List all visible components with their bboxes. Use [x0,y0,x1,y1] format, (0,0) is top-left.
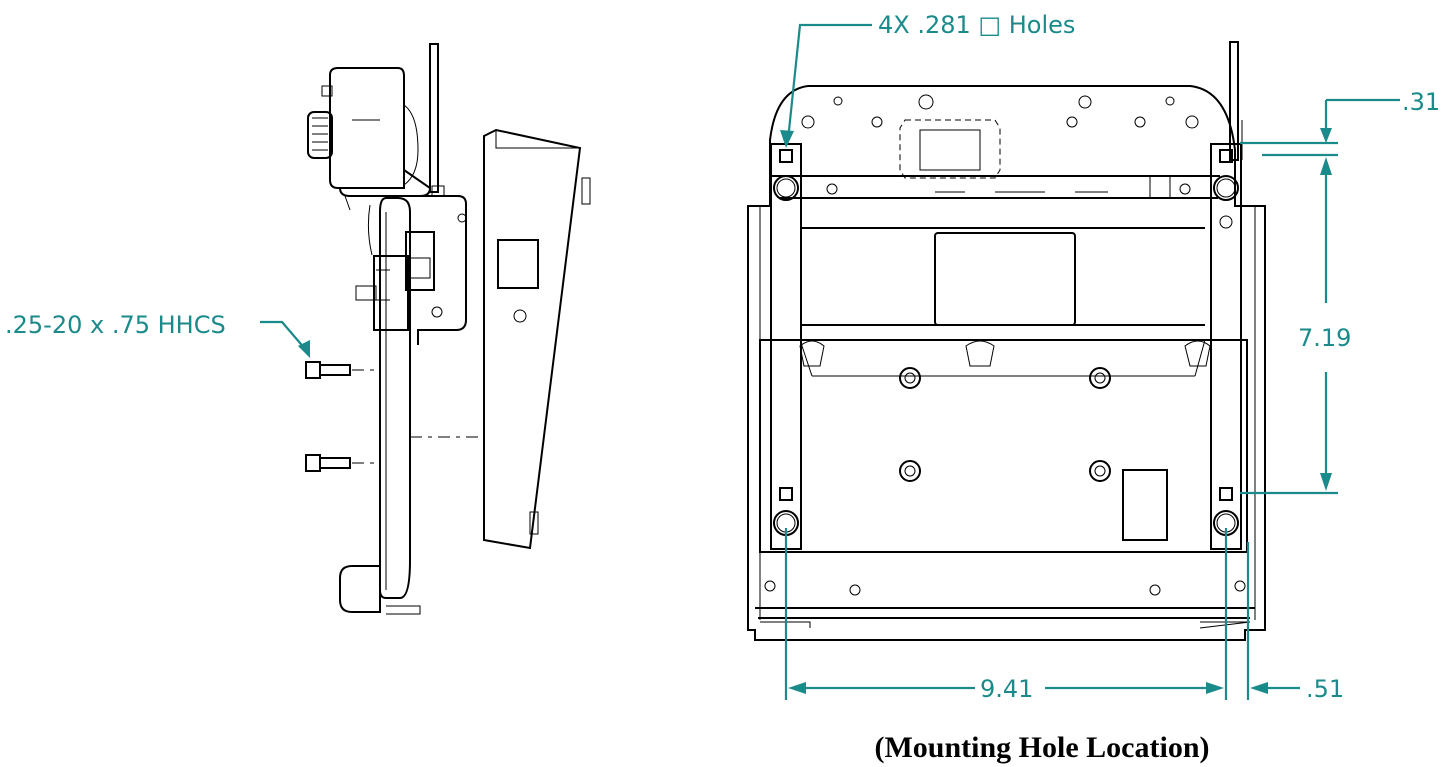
front-top-holes [801,94,1199,129]
side-connector [405,231,435,291]
dim-side-offset: .51 [1250,675,1344,703]
front-clips [799,340,1211,367]
hex-bolt-upper [305,361,351,379]
hex-bolt-lower [305,454,351,472]
mounting-holes [779,149,1233,501]
front-housing-outline [747,85,1266,641]
front-bottom-screws [764,580,1246,596]
dim-vertical: 7.19 [1240,157,1351,495]
side-back-plate [379,197,411,599]
bolt-callout: .25-20 x .75 HHCS [5,311,310,358]
front-antenna [1229,41,1239,161]
front-display-window [899,119,1001,179]
dim-horizontal-label: 9.41 [980,675,1033,703]
dim-top-offset-label: .31 [1402,88,1440,116]
front-center-panel [934,232,1076,326]
dim-horizontal: 9.41 [784,528,1250,703]
side-knob [307,111,333,159]
dim-side-offset-label: .51 [1306,675,1344,703]
figure-caption: (Mounting Hole Location) [875,731,1210,764]
side-upper-housing [329,67,405,189]
front-lower-plate [759,339,1248,553]
holes-callout: 4X .281 □ Holes [780,11,1075,148]
side-antenna [429,43,439,193]
side-bottom-foot [339,565,381,613]
bolt-callout-label: .25-20 x .75 HHCS [5,311,226,339]
side-mount-wedge [483,128,582,550]
holes-callout-label: 4X .281 □ Holes [878,11,1075,39]
rail-bosses [773,175,1239,536]
front-lower-cutout [1122,469,1168,541]
front-view [747,41,1266,641]
front-standoffs [899,367,1111,482]
side-view [305,43,591,615]
side-bracket [373,255,409,331]
side-wedge-slot [497,239,539,289]
dim-top-offset: .31 [1240,88,1440,157]
side-electronics-box [404,195,467,345]
dim-vertical-label: 7.19 [1298,324,1351,352]
